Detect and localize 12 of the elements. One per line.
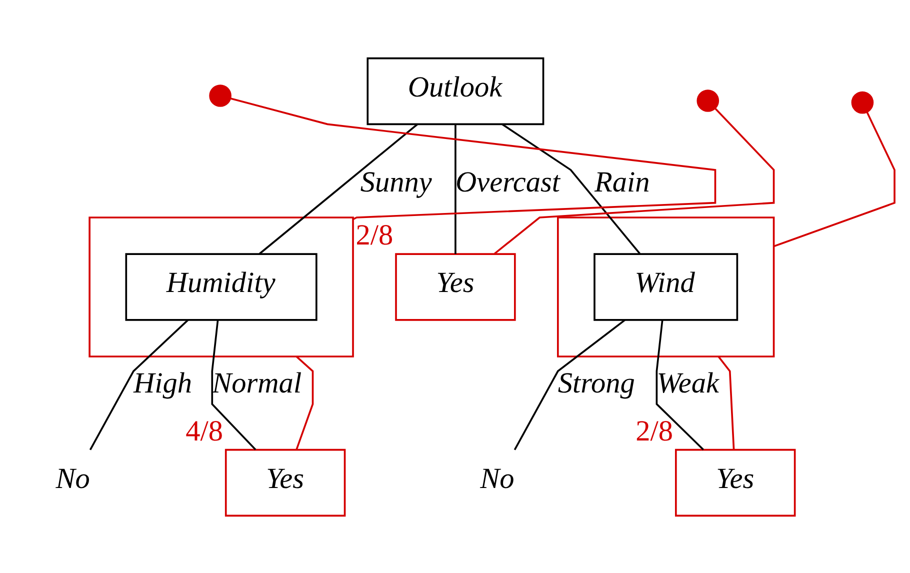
edge-label: Normal (212, 367, 302, 400)
node-text: No (56, 462, 90, 494)
edge-label: Rain (594, 166, 650, 198)
node-text: No (480, 462, 514, 494)
node-label: 2/8 (356, 219, 394, 252)
node-label: 2/8 (636, 414, 674, 447)
node-label: 4/8 (186, 414, 224, 447)
edge-label: Strong (558, 367, 635, 400)
edge-label: Overcast (455, 166, 560, 198)
edge-label: Weak (656, 367, 720, 400)
edge-label: High (133, 367, 192, 400)
edge-label: Sunny (360, 166, 432, 198)
